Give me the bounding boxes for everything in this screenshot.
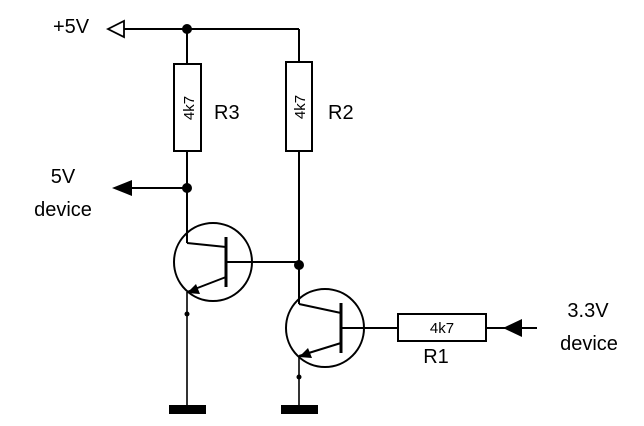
resistor-r1-value: 4k7: [430, 320, 454, 337]
five-volt-device-line2: device: [34, 199, 92, 221]
junction-dot: [184, 311, 190, 317]
transistor-q1: [173, 222, 304, 405]
output-arrow-icon: [112, 180, 132, 196]
resistor-r1-name: R1: [423, 346, 449, 368]
five-volt-output: 5V device: [34, 151, 192, 243]
three-volt-device-line1: 3.3V: [567, 300, 609, 322]
emitter-arrow-icon: [187, 284, 200, 294]
ground-symbol: [281, 405, 318, 414]
resistor-r3: 4k7 R3: [173, 63, 240, 152]
resistor-r3-name: R3: [214, 102, 240, 124]
supply-rail: +5V: [53, 16, 300, 64]
resistor-r3-value: 4k7: [181, 96, 198, 120]
three-volt-input: 3.3V device: [486, 300, 618, 355]
five-volt-device-line1: 5V: [51, 166, 76, 188]
resistor-r1: 4k7 R1: [397, 313, 487, 368]
transistor-q2: [285, 288, 398, 405]
resistor-r2-name: R2: [328, 102, 354, 124]
supply-label: +5V: [53, 16, 90, 38]
supply-arrow-icon: [105, 19, 125, 39]
ground-symbol: [169, 405, 206, 414]
input-arrow-icon: [503, 319, 522, 337]
emitter-arrow-icon: [299, 348, 312, 358]
resistor-r2-value: 4k7: [292, 95, 309, 119]
resistor-r2: 4k7 R2: [285, 61, 354, 152]
three-volt-device-line2: device: [560, 333, 618, 355]
junction-dot: [296, 374, 302, 380]
